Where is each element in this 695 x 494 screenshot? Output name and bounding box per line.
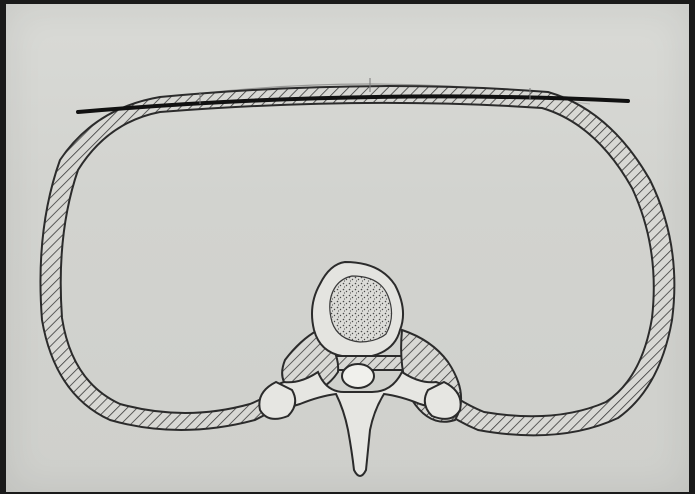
- spinal-canal: [342, 364, 374, 388]
- vertebral-cancellous-bone: [330, 276, 392, 342]
